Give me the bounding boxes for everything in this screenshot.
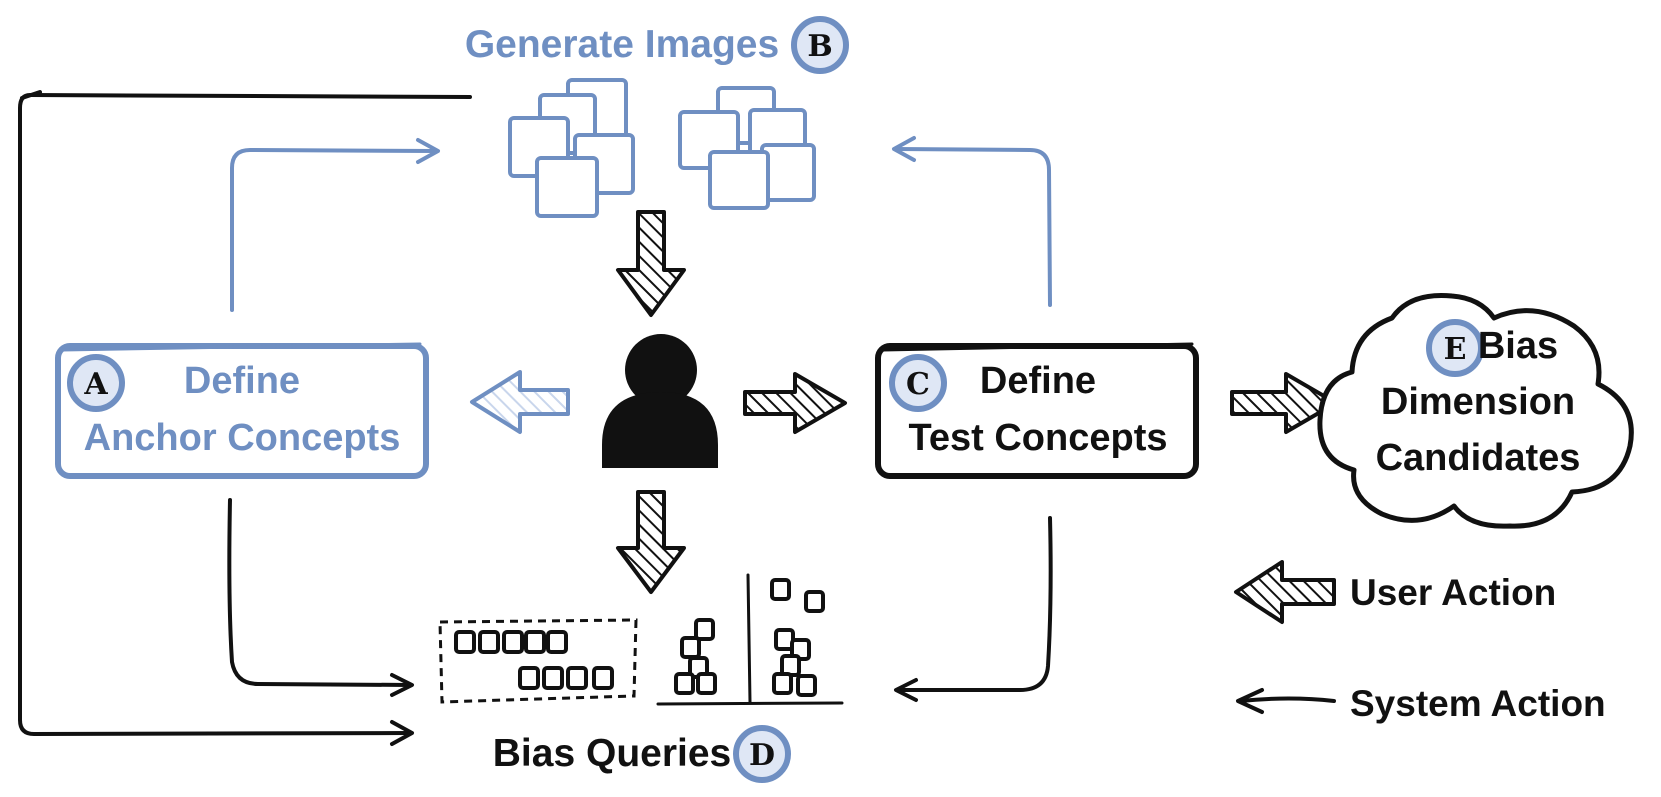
legend-system-action: System Action bbox=[1236, 683, 1606, 724]
legend-system-action-label: System Action bbox=[1350, 683, 1606, 724]
node-define-anchor-concepts: A Define Anchor Concepts bbox=[55, 342, 429, 479]
user-arrow-user-to-a bbox=[470, 370, 570, 434]
badge-d-letter: D bbox=[749, 738, 775, 773]
bias-dimension-line2: Dimension bbox=[1381, 381, 1575, 423]
badge-b-letter: B bbox=[807, 29, 832, 64]
node-generate-images: Generate Images B bbox=[465, 16, 849, 218]
node-define-test-concepts: C Define Test Concepts bbox=[875, 342, 1199, 479]
anchor-concepts-line2: Anchor Concepts bbox=[84, 417, 401, 459]
legend-user-action: User Action bbox=[1234, 560, 1556, 624]
badge-a: A bbox=[67, 354, 125, 412]
legend: User Action System Action bbox=[1234, 560, 1606, 724]
user-arrow-b-to-user bbox=[616, 210, 686, 317]
legend-user-action-label: User Action bbox=[1350, 572, 1556, 613]
bias-dimension-line3: Candidates bbox=[1376, 437, 1581, 479]
user-silhouette-icon bbox=[602, 334, 718, 468]
system-arrow-a-to-b bbox=[230, 138, 440, 312]
system-arrow-c-to-d bbox=[894, 516, 1053, 702]
test-concepts-line1: Define bbox=[980, 360, 1096, 402]
system-arrow-c-to-b bbox=[892, 136, 1052, 307]
user-arrow-user-to-c bbox=[743, 372, 847, 434]
generate-images-title: Generate Images bbox=[465, 23, 779, 66]
system-arrow-b-to-d-outer bbox=[18, 90, 472, 746]
test-concepts-line2: Test Concepts bbox=[908, 417, 1167, 459]
badge-e: E bbox=[1426, 319, 1484, 377]
badge-d: D bbox=[733, 725, 791, 783]
badge-c: C bbox=[889, 354, 947, 412]
bias-query-plot-icon bbox=[656, 573, 844, 706]
node-bias-queries: Bias Queries D bbox=[438, 573, 844, 783]
badge-b: B bbox=[791, 16, 849, 74]
image-stack-icon bbox=[508, 78, 635, 218]
bias-query-cluster-icon bbox=[438, 618, 638, 704]
system-action-arrow-icon bbox=[1236, 688, 1336, 714]
bias-dimension-line1: Bias bbox=[1478, 325, 1558, 367]
system-arrow-a-to-d bbox=[227, 498, 414, 697]
badge-a-letter: A bbox=[83, 367, 108, 402]
user-action-arrow-icon bbox=[1234, 560, 1336, 624]
user-arrow-user-to-d bbox=[616, 490, 686, 594]
anchor-concepts-line1: Define bbox=[184, 360, 300, 402]
bias-queries-title: Bias Queries bbox=[493, 732, 731, 775]
image-stack-icon-right bbox=[678, 86, 816, 210]
badge-e-letter: E bbox=[1444, 332, 1467, 367]
badge-c-letter: C bbox=[906, 367, 930, 402]
cloud-shape bbox=[1317, 292, 1634, 529]
node-bias-dimension-candidates: E Bias Dimension Candidates bbox=[1317, 292, 1634, 529]
user-arrow-c-to-e bbox=[1230, 372, 1338, 434]
